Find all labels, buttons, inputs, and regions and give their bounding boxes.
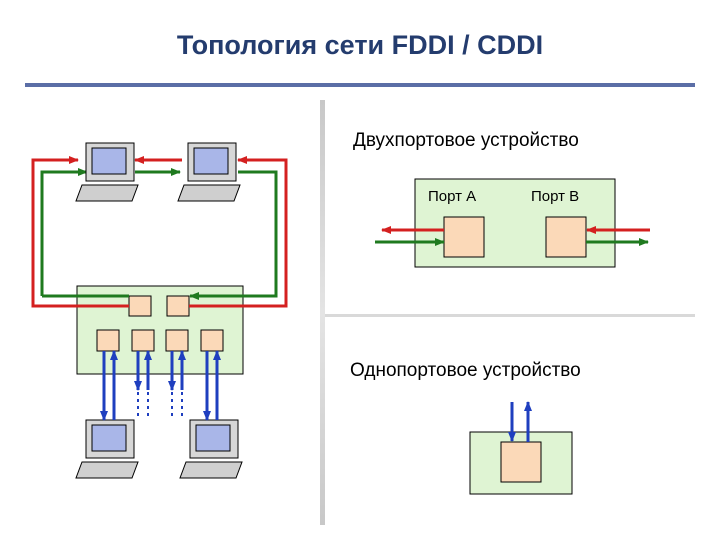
concentrator-port-m4: [200, 329, 224, 352]
dual-port-a: [443, 216, 485, 258]
workstation-icon: [75, 419, 139, 479]
primary-ring-left: [31, 156, 129, 308]
slide-title: Топология сети FDDI / CDDI: [176, 30, 544, 60]
workstation-icon: [177, 142, 241, 202]
concentrator-port-a: [128, 295, 152, 317]
secondary-ring-right: [189, 170, 278, 300]
dual-port-heading: Двухпортовое устройство: [353, 130, 579, 151]
title-divider: [25, 83, 695, 87]
single-port-heading: Однопортовое устройство: [350, 360, 581, 381]
workstation-icon: [75, 142, 139, 202]
primary-ring-right: [189, 156, 288, 308]
concentrator-port-m2: [131, 329, 155, 352]
vertical-divider: [320, 100, 325, 525]
dual-port-b: [545, 216, 587, 258]
concentrator-port-m3: [165, 329, 189, 352]
port-a-label: Порт A: [428, 188, 477, 205]
secondary-ring-left: [40, 168, 88, 296]
horizontal-divider: [325, 314, 695, 317]
workstation-icon: [179, 419, 243, 479]
port-b-label: Порт B: [531, 188, 580, 205]
concentrator-port-m1: [96, 329, 120, 352]
concentrator-port-b: [166, 295, 190, 317]
single-port: [500, 441, 542, 483]
dashed-links: [137, 392, 183, 418]
